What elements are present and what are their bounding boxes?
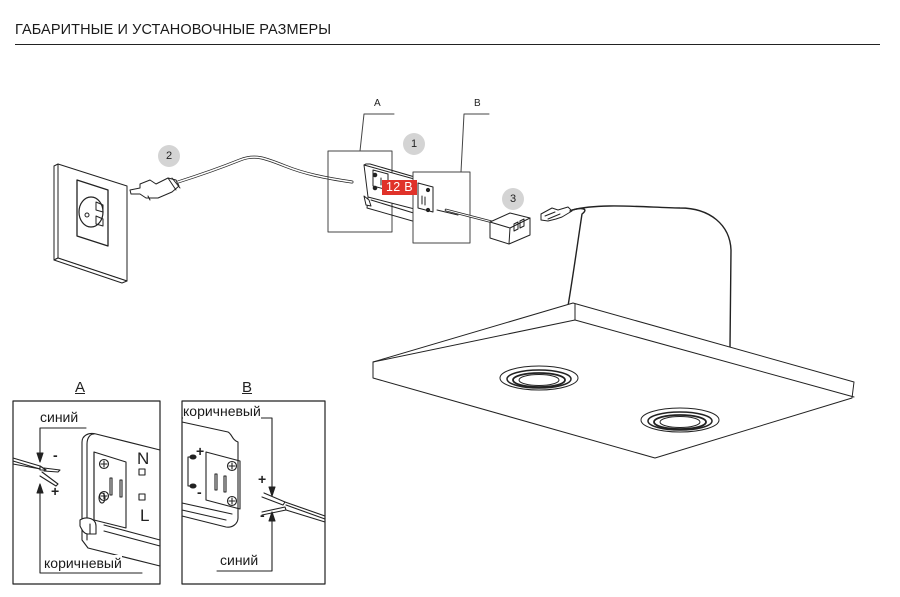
detail-a-frame xyxy=(12,400,161,585)
detail-b-minus-sign: - xyxy=(260,507,265,523)
lamp-cord xyxy=(567,205,732,348)
detail-frame-b xyxy=(412,113,490,244)
detail-b-brown-wire-label: коричневый xyxy=(183,403,261,419)
detail-b-terminal-plus: + xyxy=(196,443,205,459)
ceiling-lamp-icon xyxy=(372,302,855,459)
callout-2: 2 xyxy=(158,145,180,167)
detail-b-blue-wire-label: синий xyxy=(220,552,259,568)
detail-a-title: A xyxy=(75,379,86,396)
detail-a-plus-sign: + xyxy=(51,483,60,499)
detail-b-title: B xyxy=(242,379,253,396)
title-divider xyxy=(15,44,880,45)
detail-b-frame xyxy=(181,400,326,585)
detail-a-drawing xyxy=(12,427,161,574)
detail-a-pin-l: L xyxy=(140,506,150,525)
voltage-badge: 12 В xyxy=(382,180,417,195)
connector-box-icon xyxy=(489,212,531,245)
lamp-connector-icon xyxy=(540,206,573,222)
page-title: ГАБАРИТНЫЕ И УСТАНОВОЧНЫЕ РАЗМЕРЫ xyxy=(15,22,332,38)
detail-a-pin-n: N xyxy=(137,449,150,468)
detail-ref-a: A xyxy=(374,98,381,109)
detail-b-plus-sign: + xyxy=(258,471,267,487)
callout-1: 1 xyxy=(403,133,425,155)
detail-a-blue-wire-label: синий xyxy=(40,409,79,425)
detail-b-terminal-minus: - xyxy=(197,484,202,500)
detail-b-drawing xyxy=(181,417,326,572)
detail-ref-b: B xyxy=(474,98,481,109)
wall-socket-icon xyxy=(53,163,128,284)
detail-a-brown-wire-label: коричневый xyxy=(44,555,122,571)
callout-3: 3 xyxy=(502,188,524,210)
detail-a-minus-sign: - xyxy=(53,447,58,463)
plug-icon xyxy=(129,177,181,201)
mains-cable xyxy=(176,155,354,184)
